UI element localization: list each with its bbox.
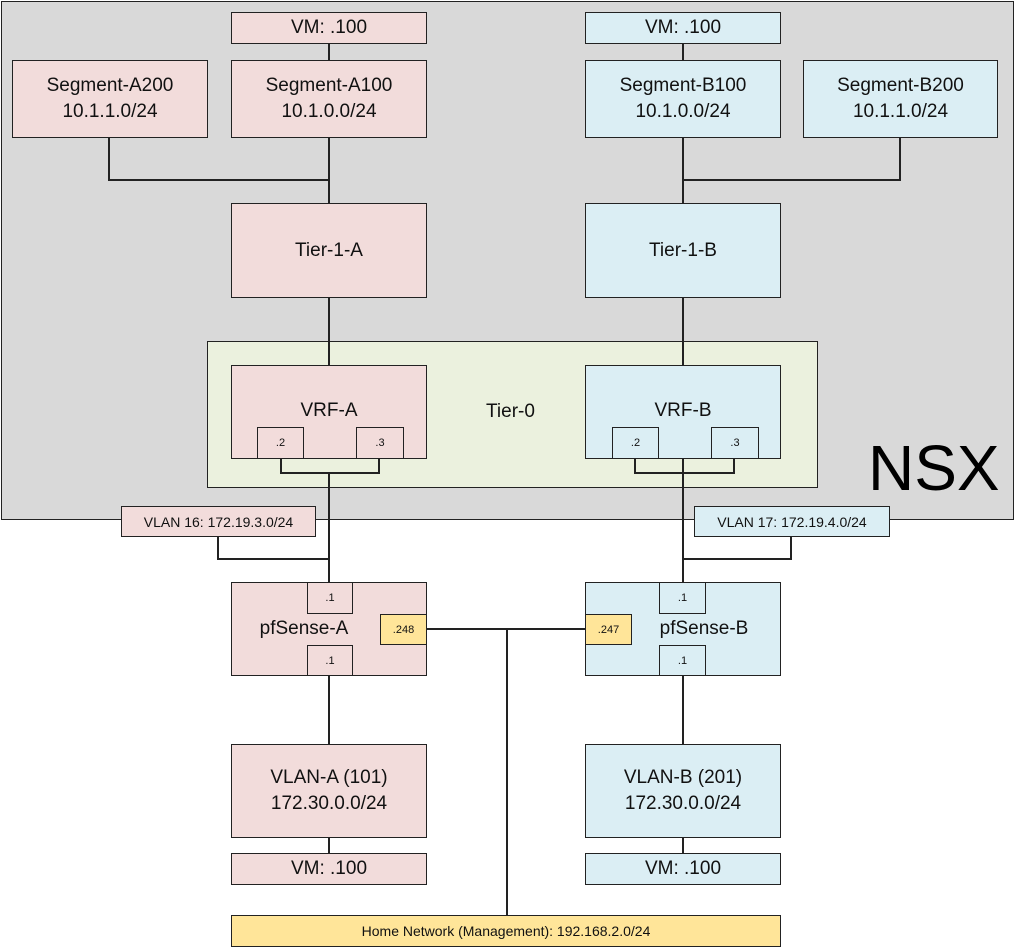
tier1-b[interactable]: Tier-1-B [585, 203, 781, 298]
vlan-a-subnet: 172.30.0.0/24 [270, 793, 388, 814]
segment-a100-subnet: 10.1.0.0/24 [281, 101, 377, 122]
pfsense-a-iface-top[interactable]: .1 [307, 582, 353, 614]
link-seg-b-bus [682, 179, 901, 181]
link-pfsense-b-vlan [682, 675, 684, 745]
vrf-b-iface-3-label: .3 [730, 437, 740, 449]
link-pfsense-a-vlan [328, 675, 330, 745]
pfsense-b-iface-mgmt-label: .247 [597, 623, 620, 636]
management-network-label: Home Network (Management): 192.168.2.0/2… [361, 923, 651, 939]
pfsense-a-iface-mgmt[interactable]: .248 [380, 614, 427, 645]
link-vm-b-top [682, 43, 684, 61]
vrf-a-iface-2-label: .2 [275, 437, 286, 449]
segment-b100-name: Segment-B100 [619, 75, 747, 96]
link-vrfb-pfsense [682, 457, 684, 583]
link-tier1b-vrfb [682, 297, 684, 365]
vlan17-transit[interactable]: VLAN 17: 172.19.4.0/24 [694, 506, 890, 537]
vrf-b-iface-2-label: .2 [630, 437, 641, 449]
segment-b200[interactable]: Segment-B200 10.1.1.0/24 [803, 60, 998, 138]
link-mgmt-drop [506, 628, 508, 916]
link-vrfa-pfsense [328, 472, 330, 583]
vrf-a-iface-2[interactable]: .2 [257, 427, 304, 459]
vm-a-top[interactable]: VM: .100 [231, 12, 427, 44]
link-seg-b200 [899, 137, 901, 181]
segment-a200-subnet: 10.1.1.0/24 [62, 101, 158, 122]
link-vlan-a-vm [328, 837, 330, 854]
vlan-b[interactable]: VLAN-B (201) 172.30.0.0/24 [585, 744, 781, 838]
pfsense-a-iface-top-label: .1 [325, 592, 335, 604]
pfsense-b-iface-bottom[interactable]: .1 [659, 645, 706, 676]
vm-a-top-label: VM: .100 [290, 17, 368, 38]
tier1-b-label: Tier-1-B [649, 239, 717, 261]
segment-a100-name: Segment-A100 [265, 75, 393, 96]
link-vlan-b-vm [682, 837, 684, 854]
link-vm-a-top [328, 43, 330, 61]
link-tier1a-vrfa [328, 297, 330, 365]
tier1-a[interactable]: Tier-1-A [231, 203, 427, 298]
link-vrfb-if2 [634, 457, 636, 474]
pfsense-b-iface-top[interactable]: .1 [659, 582, 706, 614]
pfsense-a-iface-bottom[interactable]: .1 [307, 645, 353, 676]
vm-a-bottom-label: VM: .100 [290, 858, 368, 879]
vlan16-transit-label: VLAN 16: 172.19.3.0/24 [143, 513, 294, 530]
link-seg-a100-tier1 [328, 137, 330, 204]
vlan17-transit-label: VLAN 17: 172.19.4.0/24 [717, 513, 867, 530]
vm-b-bottom-label: VM: .100 [644, 858, 722, 879]
pfsense-b-iface-bottom-label: .1 [677, 654, 688, 667]
vrf-b-label: VRF-B [654, 400, 712, 421]
vm-b-top-label: VM: .100 [644, 17, 722, 38]
link-seg-b100-tier1 [682, 137, 684, 204]
link-seg-a-bus [108, 179, 330, 181]
management-network[interactable]: Home Network (Management): 192.168.2.0/2… [231, 915, 781, 947]
segment-a200-name: Segment-A200 [46, 75, 174, 96]
vrf-a-label: VRF-A [300, 400, 358, 421]
vm-b-top[interactable]: VM: .100 [585, 12, 781, 44]
vm-a-bottom[interactable]: VM: .100 [231, 853, 427, 885]
segment-a200[interactable]: Segment-A200 10.1.1.0/24 [12, 60, 208, 138]
vlan-b-name: VLAN-B (201) [623, 767, 743, 788]
segment-a100[interactable]: Segment-A100 10.1.0.0/24 [231, 60, 427, 138]
link-vrfb-bus [634, 472, 735, 474]
vrf-b-iface-3[interactable]: .3 [711, 427, 759, 459]
vrf-b-iface-2[interactable]: .2 [612, 427, 659, 459]
vlan-a[interactable]: VLAN-A (101) 172.30.0.0/24 [231, 744, 427, 838]
vm-b-bottom[interactable]: VM: .100 [585, 853, 781, 885]
pfsense-a-iface-mgmt-label: .248 [392, 623, 415, 636]
link-vrfa-if3 [378, 457, 380, 474]
nsx-label: NSX [868, 432, 1000, 504]
vlan-b-subnet: 172.30.0.0/24 [624, 793, 742, 814]
link-seg-a200 [108, 137, 110, 181]
segment-b200-subnet: 10.1.1.0/24 [852, 101, 949, 122]
pfsense-b-iface-top-label: .1 [677, 592, 688, 604]
pfsense-a-label: pfSense-A [259, 618, 349, 639]
link-vrfa-if2 [280, 457, 282, 474]
pfsense-a-iface-bottom-label: .1 [325, 654, 335, 667]
link-vlan16-bus [217, 558, 330, 560]
vrf-a-iface-3-label: .3 [375, 437, 385, 449]
link-vlan16-label [217, 536, 219, 560]
vlan16-transit[interactable]: VLAN 16: 172.19.3.0/24 [121, 506, 316, 537]
link-vlan17-bus [682, 558, 792, 560]
vrf-a-iface-3[interactable]: .3 [356, 427, 404, 459]
pfsense-b-label: pfSense-B [659, 618, 749, 639]
link-vrfb-if3 [733, 457, 735, 474]
tier1-a-label: Tier-1-A [295, 239, 363, 261]
vlan-a-name: VLAN-A (101) [270, 767, 388, 788]
link-vrfa-bus [280, 472, 380, 474]
segment-b100-subnet: 10.1.0.0/24 [635, 101, 731, 122]
segment-b100[interactable]: Segment-B100 10.1.0.0/24 [585, 60, 781, 138]
pfsense-b-iface-mgmt[interactable]: .247 [585, 614, 632, 645]
segment-b200-name: Segment-B200 [837, 75, 964, 96]
tier0-label: Tier-0 [486, 401, 535, 422]
link-vlan17-label [790, 536, 792, 560]
